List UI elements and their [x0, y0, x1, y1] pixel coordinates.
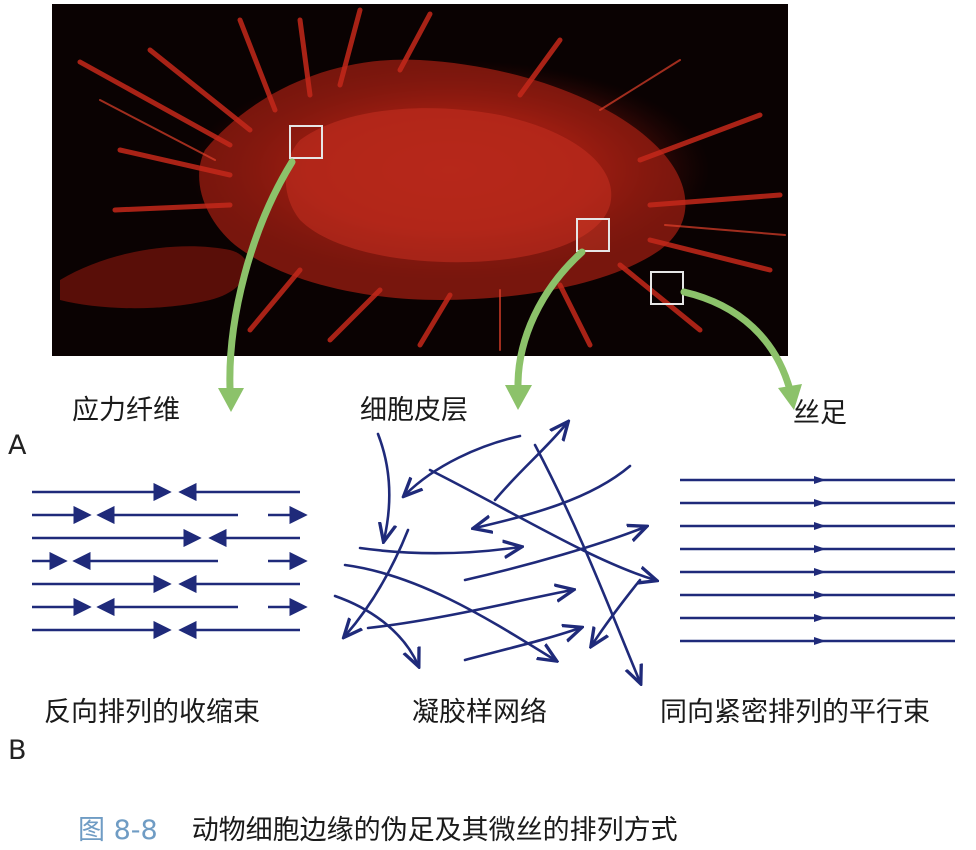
arrowhead-stress-fiber [218, 388, 244, 412]
parallel-bundle-diagram [680, 478, 955, 643]
label-parallel-bundle: 同向紧密排列的平行束 [660, 697, 930, 728]
arrowhead-filopodium [778, 384, 802, 410]
arrowhead-cortex [505, 385, 532, 410]
filopodium-box [650, 271, 684, 305]
contractile-bundle-diagram [32, 482, 308, 640]
cortex-box [576, 218, 610, 252]
figure-caption: 图 8-8 动物细胞边缘的伪足及其微丝的排列方式 [78, 808, 678, 847]
panel-label-b: B [8, 735, 27, 766]
parallel-bundle-arrowheads [814, 476, 826, 645]
label-contractile-bundle: 反向排列的收缩束 [44, 697, 260, 728]
figure-number: 图 8-8 [78, 815, 158, 846]
stress-fiber-box [289, 125, 323, 159]
panel-label-a: A [8, 430, 27, 461]
fluorescence-micrograph [52, 4, 788, 356]
callout-arrows [226, 158, 794, 394]
callout-arrowheads [218, 384, 802, 412]
label-stress-fiber: 应力纤维 [72, 395, 180, 426]
label-cell-cortex: 细胞皮层 [360, 395, 468, 426]
label-gel-network: 凝胶样网络 [412, 697, 547, 728]
figure-caption-text: 动物细胞边缘的伪足及其微丝的排列方式 [191, 815, 678, 846]
label-filopodium: 丝足 [793, 398, 847, 429]
gel-network-diagram [333, 423, 655, 682]
